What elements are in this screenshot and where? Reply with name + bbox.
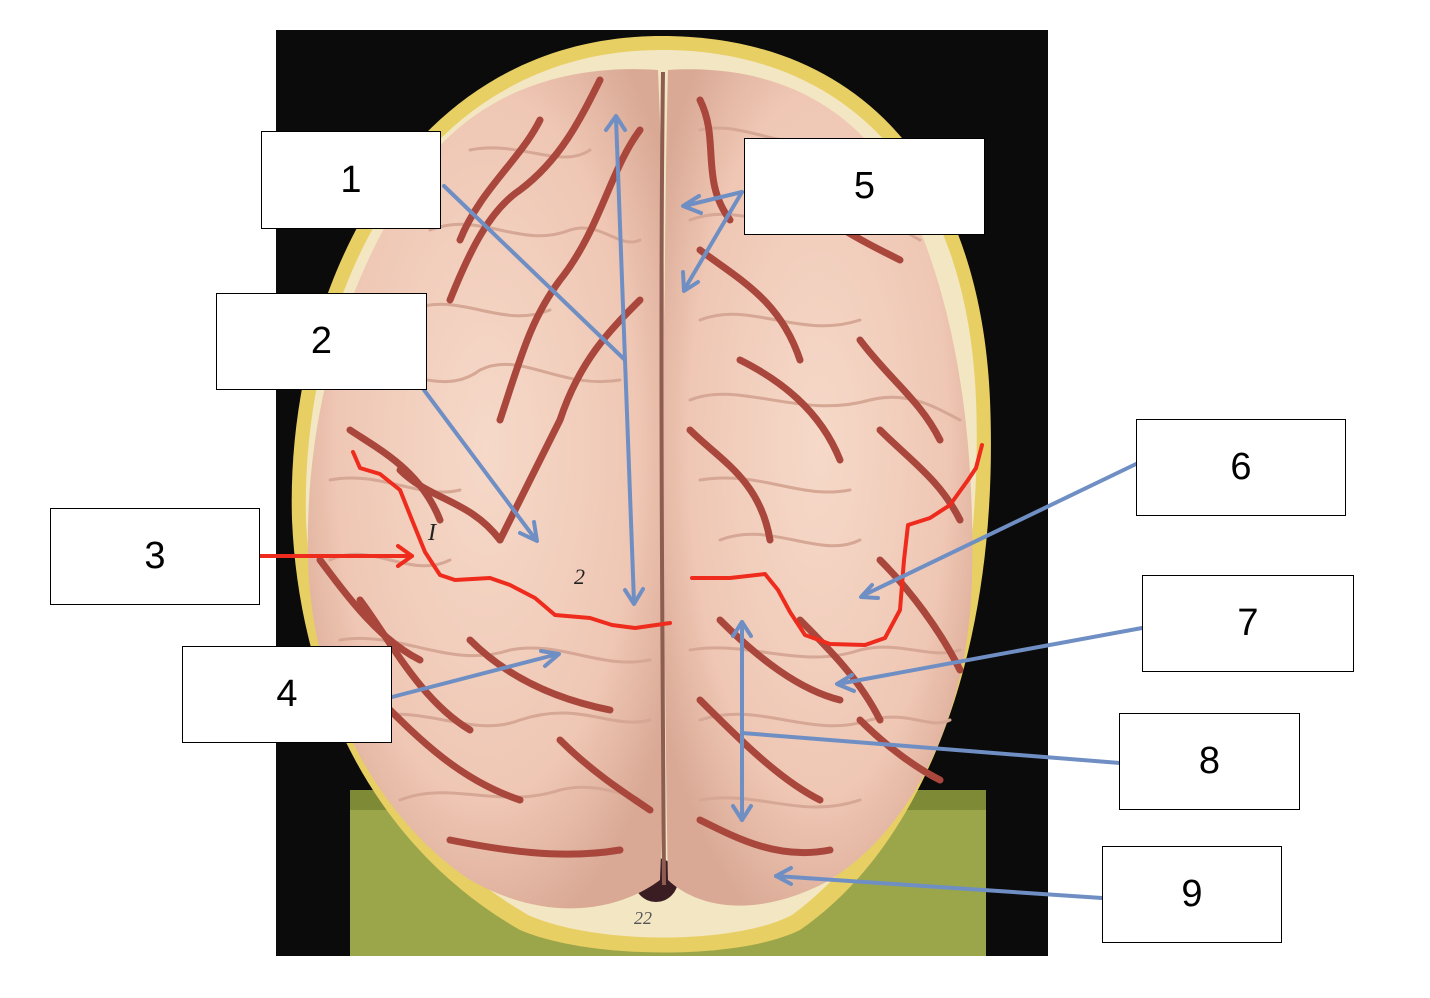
pointer-6 bbox=[860, 462, 1138, 598]
right-central-sulcus-line bbox=[690, 443, 984, 647]
sulcus-lines bbox=[256, 443, 984, 647]
model-number: 22 bbox=[634, 908, 652, 928]
label-box-3: 3 bbox=[50, 508, 260, 605]
label-box-1: 1 bbox=[261, 131, 441, 229]
label-box-9: 9 bbox=[1102, 846, 1282, 943]
label-box-8: 8 bbox=[1119, 713, 1300, 810]
pointer-5b bbox=[682, 190, 744, 292]
pointer-1-leader bbox=[442, 184, 627, 362]
label-box-5: 5 bbox=[744, 138, 985, 235]
model-gyrus-mark-1: I bbox=[427, 520, 437, 546]
pointer-lines bbox=[390, 116, 1144, 900]
label-box-7: 7 bbox=[1142, 575, 1354, 672]
pointer-2 bbox=[422, 388, 538, 542]
label-box-2: 2 bbox=[216, 293, 427, 390]
model-gyrus-mark-2: 2 bbox=[574, 564, 585, 589]
pointer-4 bbox=[390, 652, 560, 699]
label-box-6: 6 bbox=[1136, 419, 1346, 516]
pointer-8-leader bbox=[740, 731, 1122, 765]
pointer-arrowheads bbox=[518, 114, 880, 886]
pointer-7 bbox=[836, 626, 1144, 686]
pointer-5a bbox=[682, 190, 744, 208]
left-central-sulcus-line bbox=[351, 450, 672, 630]
label-box-4: 4 bbox=[182, 646, 392, 743]
pointer-9 bbox=[774, 874, 1104, 900]
